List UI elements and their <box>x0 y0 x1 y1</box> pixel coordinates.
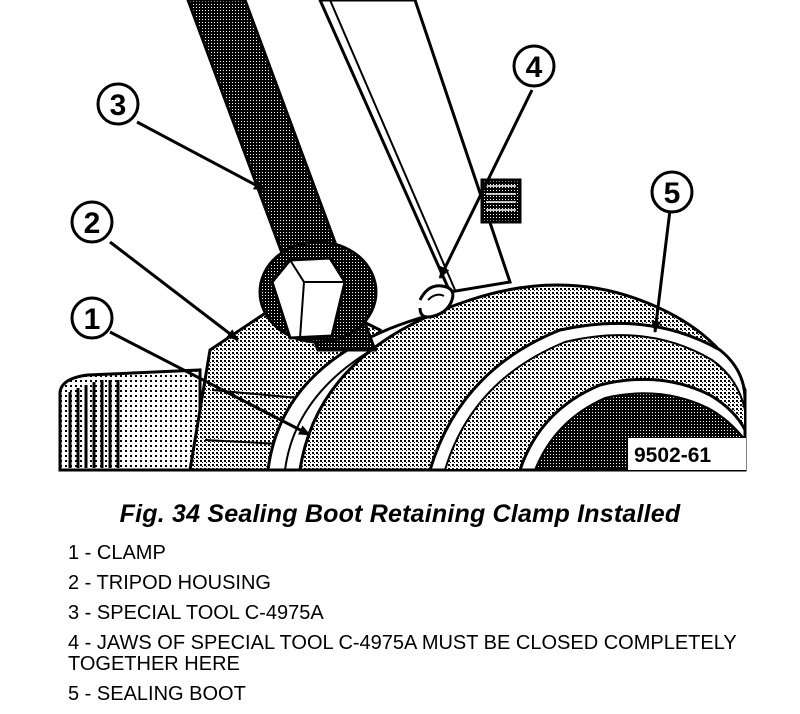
clamp-illustration: 1 2 3 4 5 9502-61 <box>58 0 747 472</box>
svg-text:3: 3 <box>110 89 127 122</box>
svg-text:9502-61: 9502-61 <box>634 444 711 467</box>
svg-text:1: 1 <box>84 303 101 336</box>
special-tool-jaw-arm <box>318 0 512 294</box>
figure-caption: Fig. 34 Sealing Boot Retaining Clamp Ins… <box>119 500 681 528</box>
callout-4: 4 <box>512 44 556 88</box>
svg-text:2: 2 <box>84 207 101 240</box>
legend-item-tripod-housing: 2 - TRIPOD HOUSING <box>68 572 271 594</box>
axle-shaft <box>58 368 202 472</box>
callout-3: 3 <box>96 82 140 126</box>
callout-1: 1 <box>70 296 114 340</box>
callout-5: 5 <box>650 170 694 214</box>
legend-list: 1 - CLAMP 2 - TRIPOD HOUSING 3 - SPECIAL… <box>68 543 788 714</box>
threaded-stud <box>480 178 522 224</box>
svg-text:4: 4 <box>526 51 543 84</box>
legend-item-sealing-boot: 5 - SEALING BOOT <box>68 683 246 705</box>
figure-code-label: 9502-61 <box>628 438 746 470</box>
callout-2: 2 <box>70 200 114 244</box>
clamp-jaws <box>418 284 455 319</box>
legend-item-clamp: 1 - CLAMP <box>68 542 166 564</box>
sealing-boot <box>298 283 747 472</box>
hex-bolt <box>258 240 378 344</box>
svg-text:5: 5 <box>664 177 681 210</box>
legend-item-jaws: 4 - JAWS OF SPECIAL TOOL C-4975A MUST BE… <box>68 632 737 675</box>
legend-item-special-tool: 3 - SPECIAL TOOL C-4975A <box>68 602 324 624</box>
leader-lines <box>109 89 672 437</box>
